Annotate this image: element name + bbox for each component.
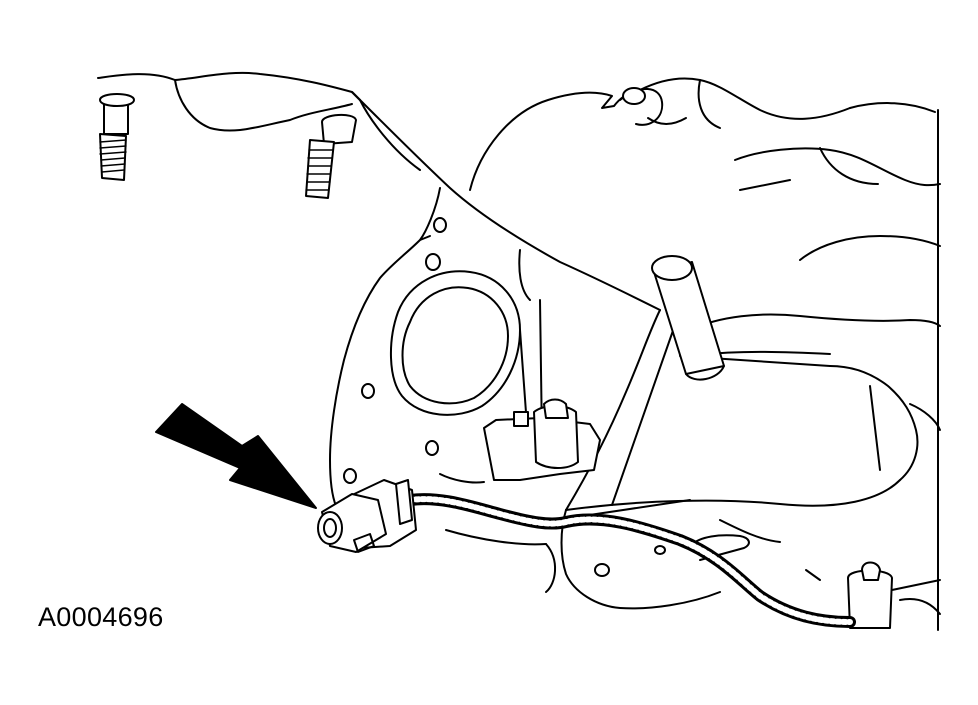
stud-left: [99, 93, 135, 181]
stud-bottom-right: [805, 561, 941, 629]
wiring-harness: [404, 493, 856, 628]
indicator-arrow: [155, 403, 317, 509]
bracket: [555, 309, 941, 610]
sensor-body: [439, 398, 601, 593]
connector: [317, 479, 417, 553]
figure-reference-code: A0004696: [38, 602, 164, 632]
stud-right: [305, 114, 357, 199]
upper-casting: [97, 71, 941, 356]
pipe-boss: [651, 255, 725, 381]
